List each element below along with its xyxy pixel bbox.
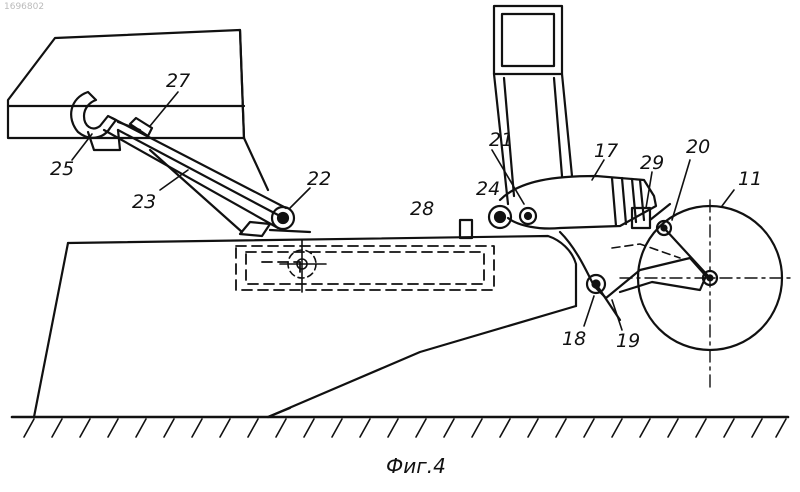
lever-19 [560, 232, 706, 320]
label-29: 29 [640, 154, 664, 173]
label-20: 20 [686, 138, 710, 157]
ground [12, 417, 788, 437]
label-27: 27 [166, 72, 190, 91]
slide-dashed [236, 246, 494, 290]
label-28: 28 [410, 200, 434, 219]
label-19: 19 [616, 332, 640, 351]
label-11: 11 [738, 170, 762, 189]
label-21: 21 [489, 131, 513, 150]
pivot-21 [520, 208, 536, 224]
pivot-18 [587, 275, 605, 293]
figure-caption: Фиг.4 [386, 456, 446, 476]
label-22: 22 [307, 170, 331, 189]
pin-28 [460, 220, 472, 238]
label-23: 23 [132, 193, 156, 212]
label-24: 24 [476, 180, 500, 199]
label-17: 17 [594, 142, 618, 161]
hook-25 [71, 92, 120, 150]
label-18: 18 [562, 330, 586, 349]
document-number: 1696802 [4, 3, 44, 12]
label-25: 25 [50, 160, 74, 179]
